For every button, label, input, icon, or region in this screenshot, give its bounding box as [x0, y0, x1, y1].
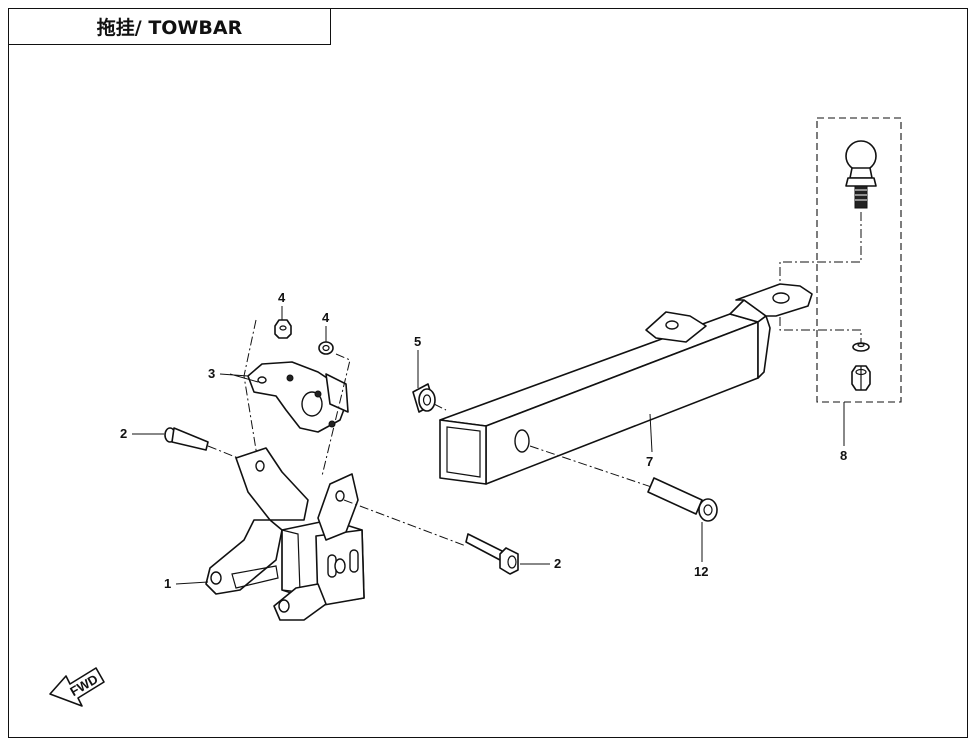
bolt-lower-axis — [343, 499, 467, 547]
flange-nut-left — [274, 319, 292, 339]
bolt-upper — [164, 427, 209, 451]
flange-nut-right — [318, 341, 334, 355]
fwd-arrow-icon: FWD — [49, 667, 105, 707]
hitch-ball — [845, 140, 877, 209]
hitch-nut — [851, 365, 871, 391]
lock-washer — [852, 342, 870, 352]
callout-4-left: 4 — [278, 290, 286, 305]
ball-axis-line — [779, 212, 862, 296]
drawing-sheet: 拖挂/ TOWBAR — [8, 8, 968, 738]
frame-bracket — [205, 447, 365, 621]
callout-1: 1 — [164, 576, 171, 591]
leader-3 — [219, 373, 259, 383]
bushing-axis — [433, 403, 447, 411]
pin-bolt — [647, 477, 718, 522]
callout-5: 5 — [414, 334, 421, 349]
rubber-bushing — [412, 383, 436, 413]
ball-axis-line-lower — [779, 300, 862, 345]
leader-1 — [175, 581, 209, 585]
callout-8: 8 — [840, 448, 847, 463]
callout-2-lower: 2 — [554, 556, 561, 571]
callout-2-upper: 2 — [120, 426, 127, 441]
title-box: 拖挂/ TOWBAR — [9, 9, 331, 45]
hitch-ball-kit-box — [816, 117, 902, 403]
callout-7: 7 — [646, 454, 653, 469]
page-title: 拖挂/ TOWBAR — [96, 17, 243, 39]
bolt-lower — [465, 533, 519, 575]
mounting-plate — [247, 361, 349, 433]
callout-3: 3 — [208, 366, 215, 381]
nut-axis-right — [321, 353, 351, 477]
towbar-tube — [439, 283, 813, 485]
callout-12: 12 — [694, 564, 708, 579]
leader-7 — [649, 413, 653, 453]
bolt-upper-axis — [207, 445, 239, 459]
callout-4-right: 4 — [322, 310, 330, 325]
